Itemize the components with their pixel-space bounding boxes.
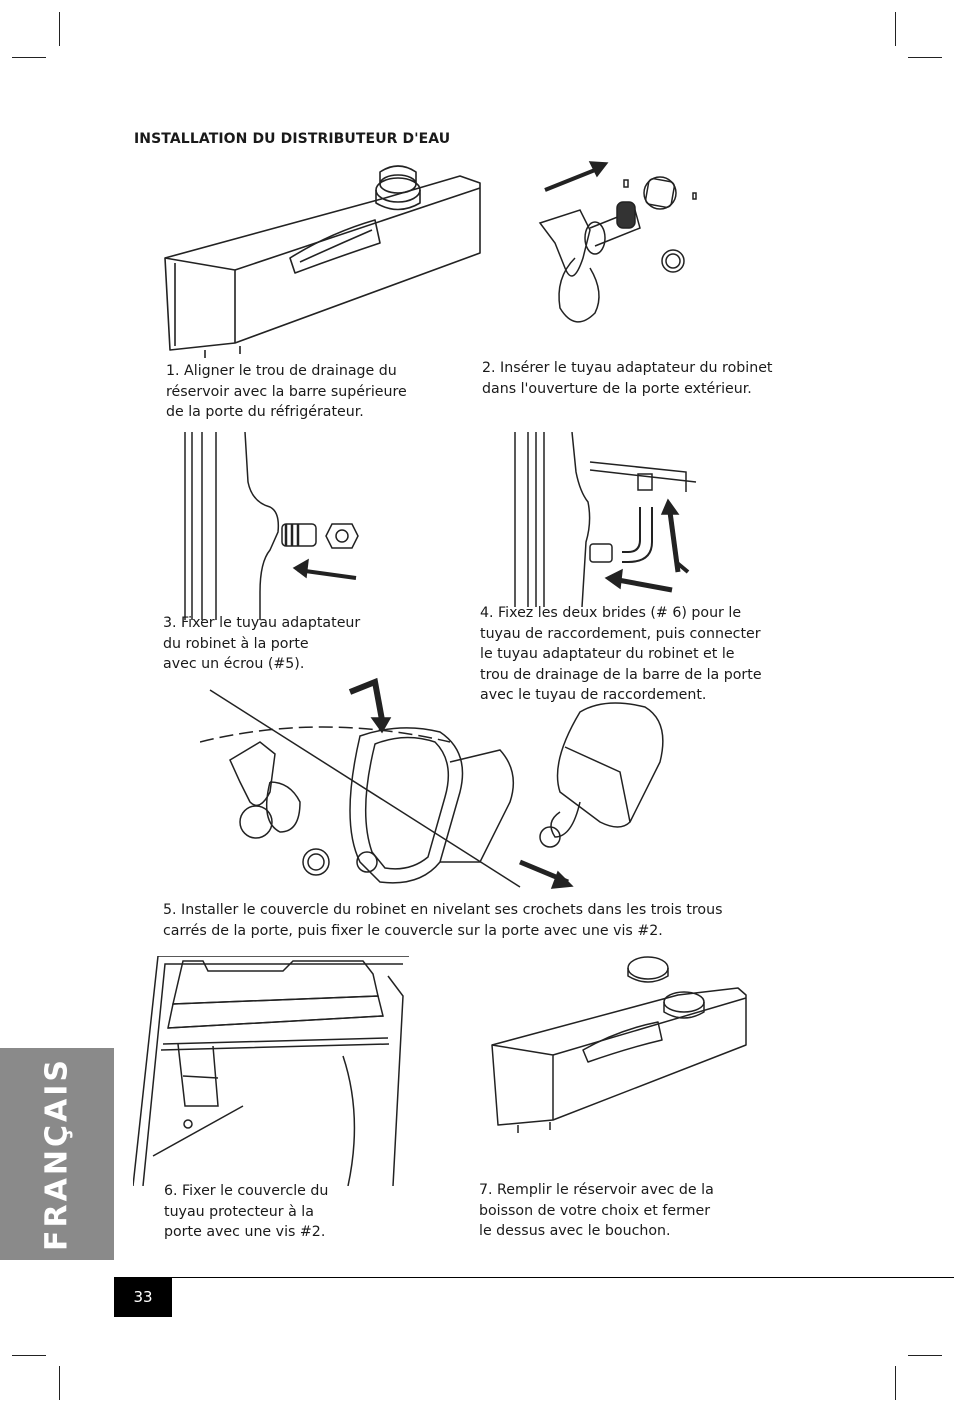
figure-protective-cover <box>133 956 409 1186</box>
language-side-tab: FRANÇAIS <box>0 1048 114 1260</box>
page-number-box: 33 <box>114 1277 172 1317</box>
step-3-caption: 3. Fixer le tuyau adaptateur du robinet … <box>163 615 361 672</box>
crop-mark <box>895 1366 896 1400</box>
crop-mark <box>12 1355 46 1356</box>
crop-mark <box>908 57 942 58</box>
step-7-caption: 7. Remplir le réservoir avec de la boiss… <box>479 1182 714 1239</box>
language-label: FRANÇAIS <box>39 1057 75 1251</box>
crop-mark <box>908 1355 942 1356</box>
figure-faucet-cover <box>200 672 680 897</box>
figure-fill-reservoir <box>488 950 750 1140</box>
crop-mark <box>12 57 46 58</box>
step-5-caption: 5. Installer le couvercle du robinet en … <box>163 902 723 939</box>
figure-faucet-insert <box>535 158 715 333</box>
step-2-caption: 2. Insérer le tuyau adaptateur du robine… <box>482 360 773 397</box>
figure-reservoir-align <box>160 158 485 360</box>
page-number: 33 <box>133 1288 153 1306</box>
step-6-caption: 6. Fixer le couvercle du tuyau protecteu… <box>164 1183 329 1240</box>
crop-mark <box>59 12 60 46</box>
crop-mark <box>895 12 896 46</box>
step-4-caption: 4. Fixez les deux brides (# 6) pour le t… <box>480 605 762 703</box>
figure-connect-hose <box>510 432 700 607</box>
figure-nut-attach <box>180 432 360 620</box>
crop-mark <box>59 1366 60 1400</box>
step-1-caption: 1. Aligner le trou de drainage du réserv… <box>166 363 407 420</box>
footer-rule <box>114 1277 954 1278</box>
page-title: INSTALLATION DU DISTRIBUTEUR D'EAU <box>134 131 451 147</box>
